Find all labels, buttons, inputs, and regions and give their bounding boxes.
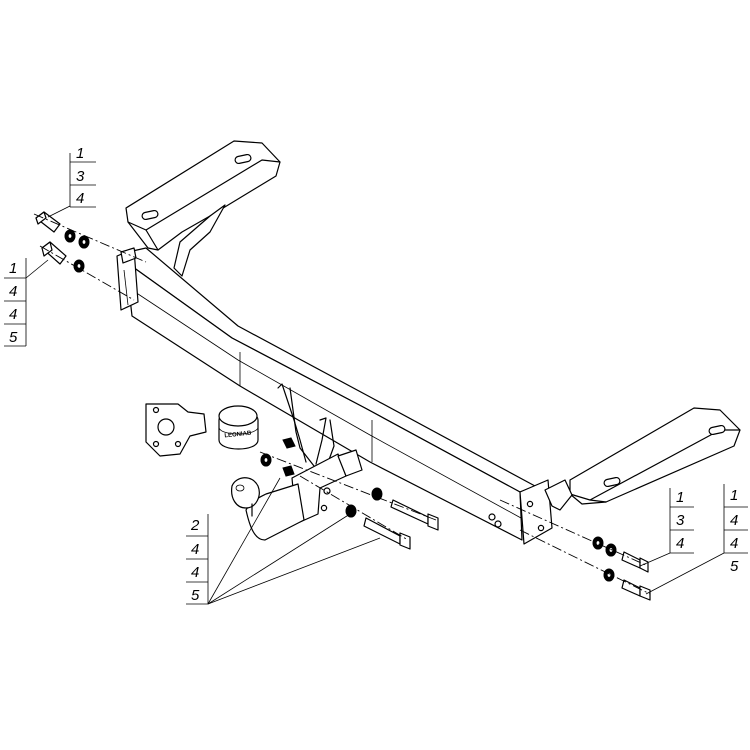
callout-label: 4: [191, 541, 199, 558]
callout-label: 4: [76, 190, 84, 207]
callout-label: 1: [9, 260, 17, 277]
towball: [231, 477, 305, 541]
callout-label: 5: [9, 329, 18, 346]
towball-brand-label: LEONIAB: [224, 431, 252, 440]
callout-label: 5: [730, 558, 739, 575]
callout-label: 4: [9, 306, 17, 323]
callout-top-left-lower: 1 4 4 5: [4, 258, 27, 347]
callout-label: 1: [76, 145, 84, 162]
callout-label: 4: [676, 535, 684, 552]
callout-bottom-center: 2 4 4 5: [186, 514, 209, 605]
assembly-axis-lines: [33, 213, 651, 595]
callout-right-lower: 1 4 4 5: [723, 484, 748, 575]
callout-label: 1: [730, 487, 738, 504]
callout-label: 1: [676, 489, 684, 506]
callout-label: 2: [190, 517, 200, 534]
towball-cap: LEONIAB: [218, 405, 259, 450]
callout-right-upper: 1 3 4: [669, 488, 694, 554]
callout-label: 5: [191, 587, 200, 604]
leader-lines: [25, 205, 725, 605]
callout-label: 3: [76, 168, 85, 185]
right-mounting-bracket: [544, 407, 741, 511]
right-fasteners: [592, 536, 651, 601]
crossbeam: [125, 247, 536, 541]
callout-top-left-upper: 1 3 4: [69, 145, 96, 208]
callout-label: 4: [9, 283, 17, 300]
socket-plate: [145, 403, 207, 457]
callout-label: 4: [730, 512, 738, 529]
callout-label: 4: [191, 564, 199, 581]
right-end-plate: [519, 479, 553, 545]
callout-label: 3: [676, 512, 685, 529]
left-mounting-bracket: [125, 140, 281, 277]
callout-label: 4: [730, 535, 738, 552]
